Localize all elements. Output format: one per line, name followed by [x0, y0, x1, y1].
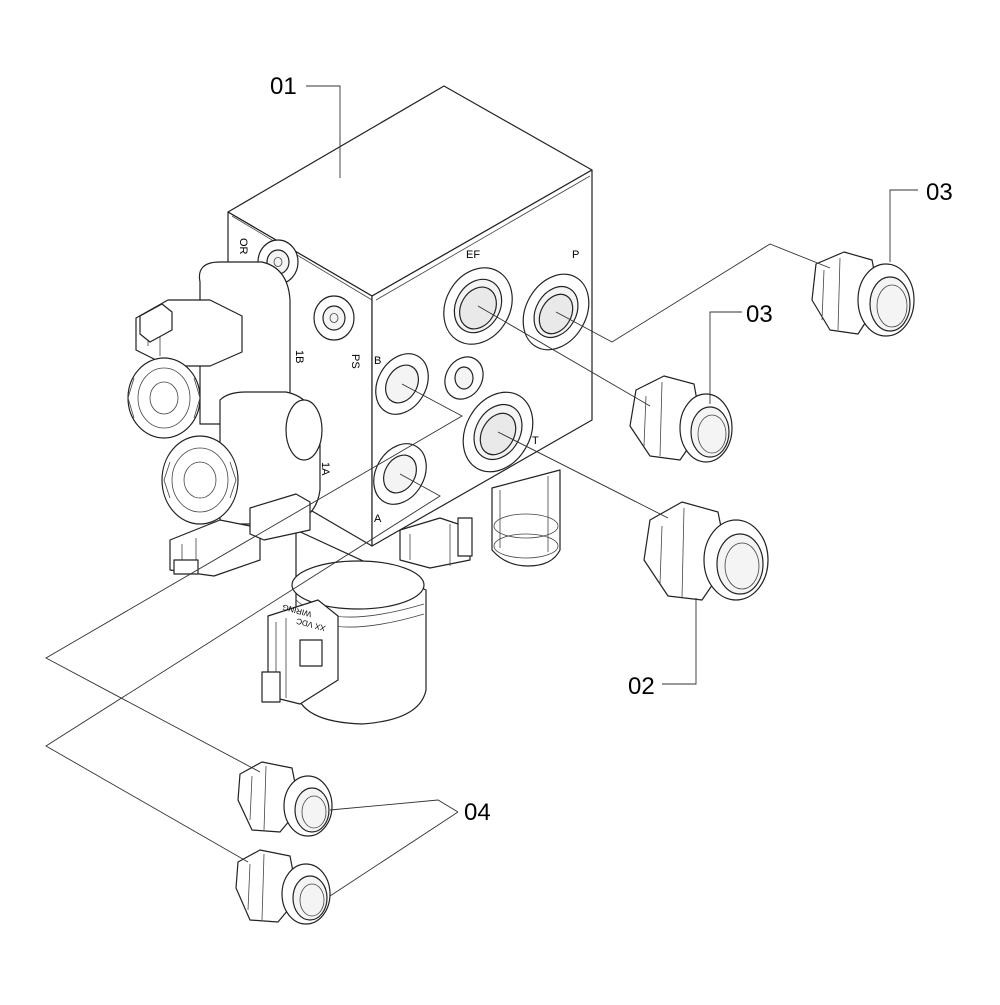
callout-02: 02 — [628, 673, 655, 700]
lower-right-valve-cartridge — [399, 469, 561, 569]
lower-solenoid-coil — [261, 529, 427, 725]
port-labels: OR PS 1B 1A EF P B T A — [237, 238, 579, 525]
callout-03-lower: 03 — [746, 301, 773, 328]
callout-leaders — [306, 85, 918, 897]
assembly-lines — [45, 243, 831, 863]
solenoid-1a — [161, 391, 323, 577]
port-label-b: B — [374, 355, 381, 367]
port-label-a: A — [374, 513, 382, 525]
fitting-03-lower — [629, 375, 733, 463]
fitting-03-upper — [811, 251, 915, 337]
port-label-t: T — [532, 435, 539, 447]
port-ps — [313, 295, 355, 341]
callout-labels: 01 03 03 02 04 — [270, 73, 953, 826]
fitting-02 — [643, 501, 769, 601]
plug-center — [444, 356, 484, 400]
callout-04: 04 — [464, 799, 491, 826]
solenoid-1b — [127, 261, 291, 439]
callout-03-upper: 03 — [926, 179, 953, 206]
fitting-04-lower — [235, 849, 331, 925]
callout-01: 01 — [270, 73, 297, 100]
port-label-or: OR — [237, 238, 249, 255]
port-label-p: P — [572, 249, 579, 261]
port-label-ps: PS — [349, 354, 361, 369]
fitting-04-upper — [237, 761, 333, 837]
port-label-ef: EF — [466, 249, 480, 261]
port-label-1a: 1A — [319, 462, 331, 476]
port-label-1b: 1B — [293, 350, 305, 363]
